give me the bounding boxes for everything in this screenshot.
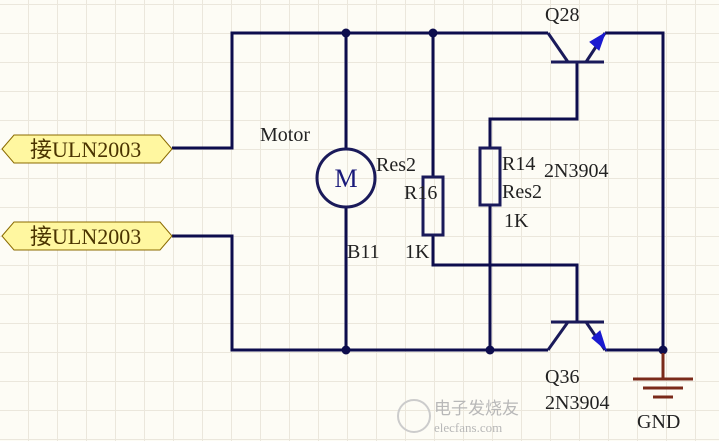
motor-b11[interactable]: M <box>315 147 377 209</box>
port-label: 接ULN2003 <box>30 137 141 162</box>
wire-right-rail <box>605 31 665 352</box>
q36-designator: Q36 <box>545 366 579 388</box>
r16-comment: Res2 <box>376 154 416 176</box>
port-label: 接ULN2003 <box>30 224 141 249</box>
r16-value: 1K <box>405 241 430 263</box>
q28-part: 2N3904 <box>544 160 608 182</box>
wire-q28-base-to-r14 <box>488 62 579 148</box>
r16-designator: R16 <box>404 182 437 204</box>
port-uln2003-1[interactable]: 接ULN2003 <box>1 134 173 164</box>
junction-dot <box>341 345 351 355</box>
motor-comment: Motor <box>260 124 310 146</box>
wires <box>172 31 665 352</box>
emitter-arrow-icon <box>591 330 608 352</box>
q36-part: 2N3904 <box>545 392 609 414</box>
ground-symbol-icon <box>633 353 693 399</box>
watermark-url: elecfans.com <box>434 420 502 435</box>
wire-bottom <box>172 234 548 352</box>
r14-comment: Res2 <box>502 181 542 203</box>
wire-r16-to-q36-base <box>431 235 579 322</box>
junction-dot <box>428 28 438 38</box>
motor-symbol: M <box>334 164 357 193</box>
junction-dot <box>341 28 351 38</box>
resistor-r16[interactable] <box>421 175 445 237</box>
transistor-q28[interactable] <box>546 31 607 64</box>
r14-value: 1K <box>504 210 529 232</box>
watermark-text: 电子发烧友 <box>434 399 519 418</box>
resistor-r14[interactable] <box>478 146 502 207</box>
r14-designator: R14 <box>502 153 535 175</box>
junction-dot <box>485 345 495 355</box>
q28-designator: Q28 <box>545 4 579 26</box>
junctions <box>341 28 668 355</box>
motor-designator: B11 <box>347 241 380 263</box>
wire-top <box>172 31 548 150</box>
transistor-q36[interactable] <box>546 320 608 352</box>
port-uln2003-2[interactable]: 接ULN2003 <box>1 221 173 251</box>
emitter-arrow-icon <box>589 31 606 51</box>
watermark: 电子发烧友 elecfans.com <box>397 399 519 435</box>
watermark-logo-icon <box>397 399 431 433</box>
junction-dot <box>658 345 668 355</box>
ground-label: GND <box>637 411 680 433</box>
